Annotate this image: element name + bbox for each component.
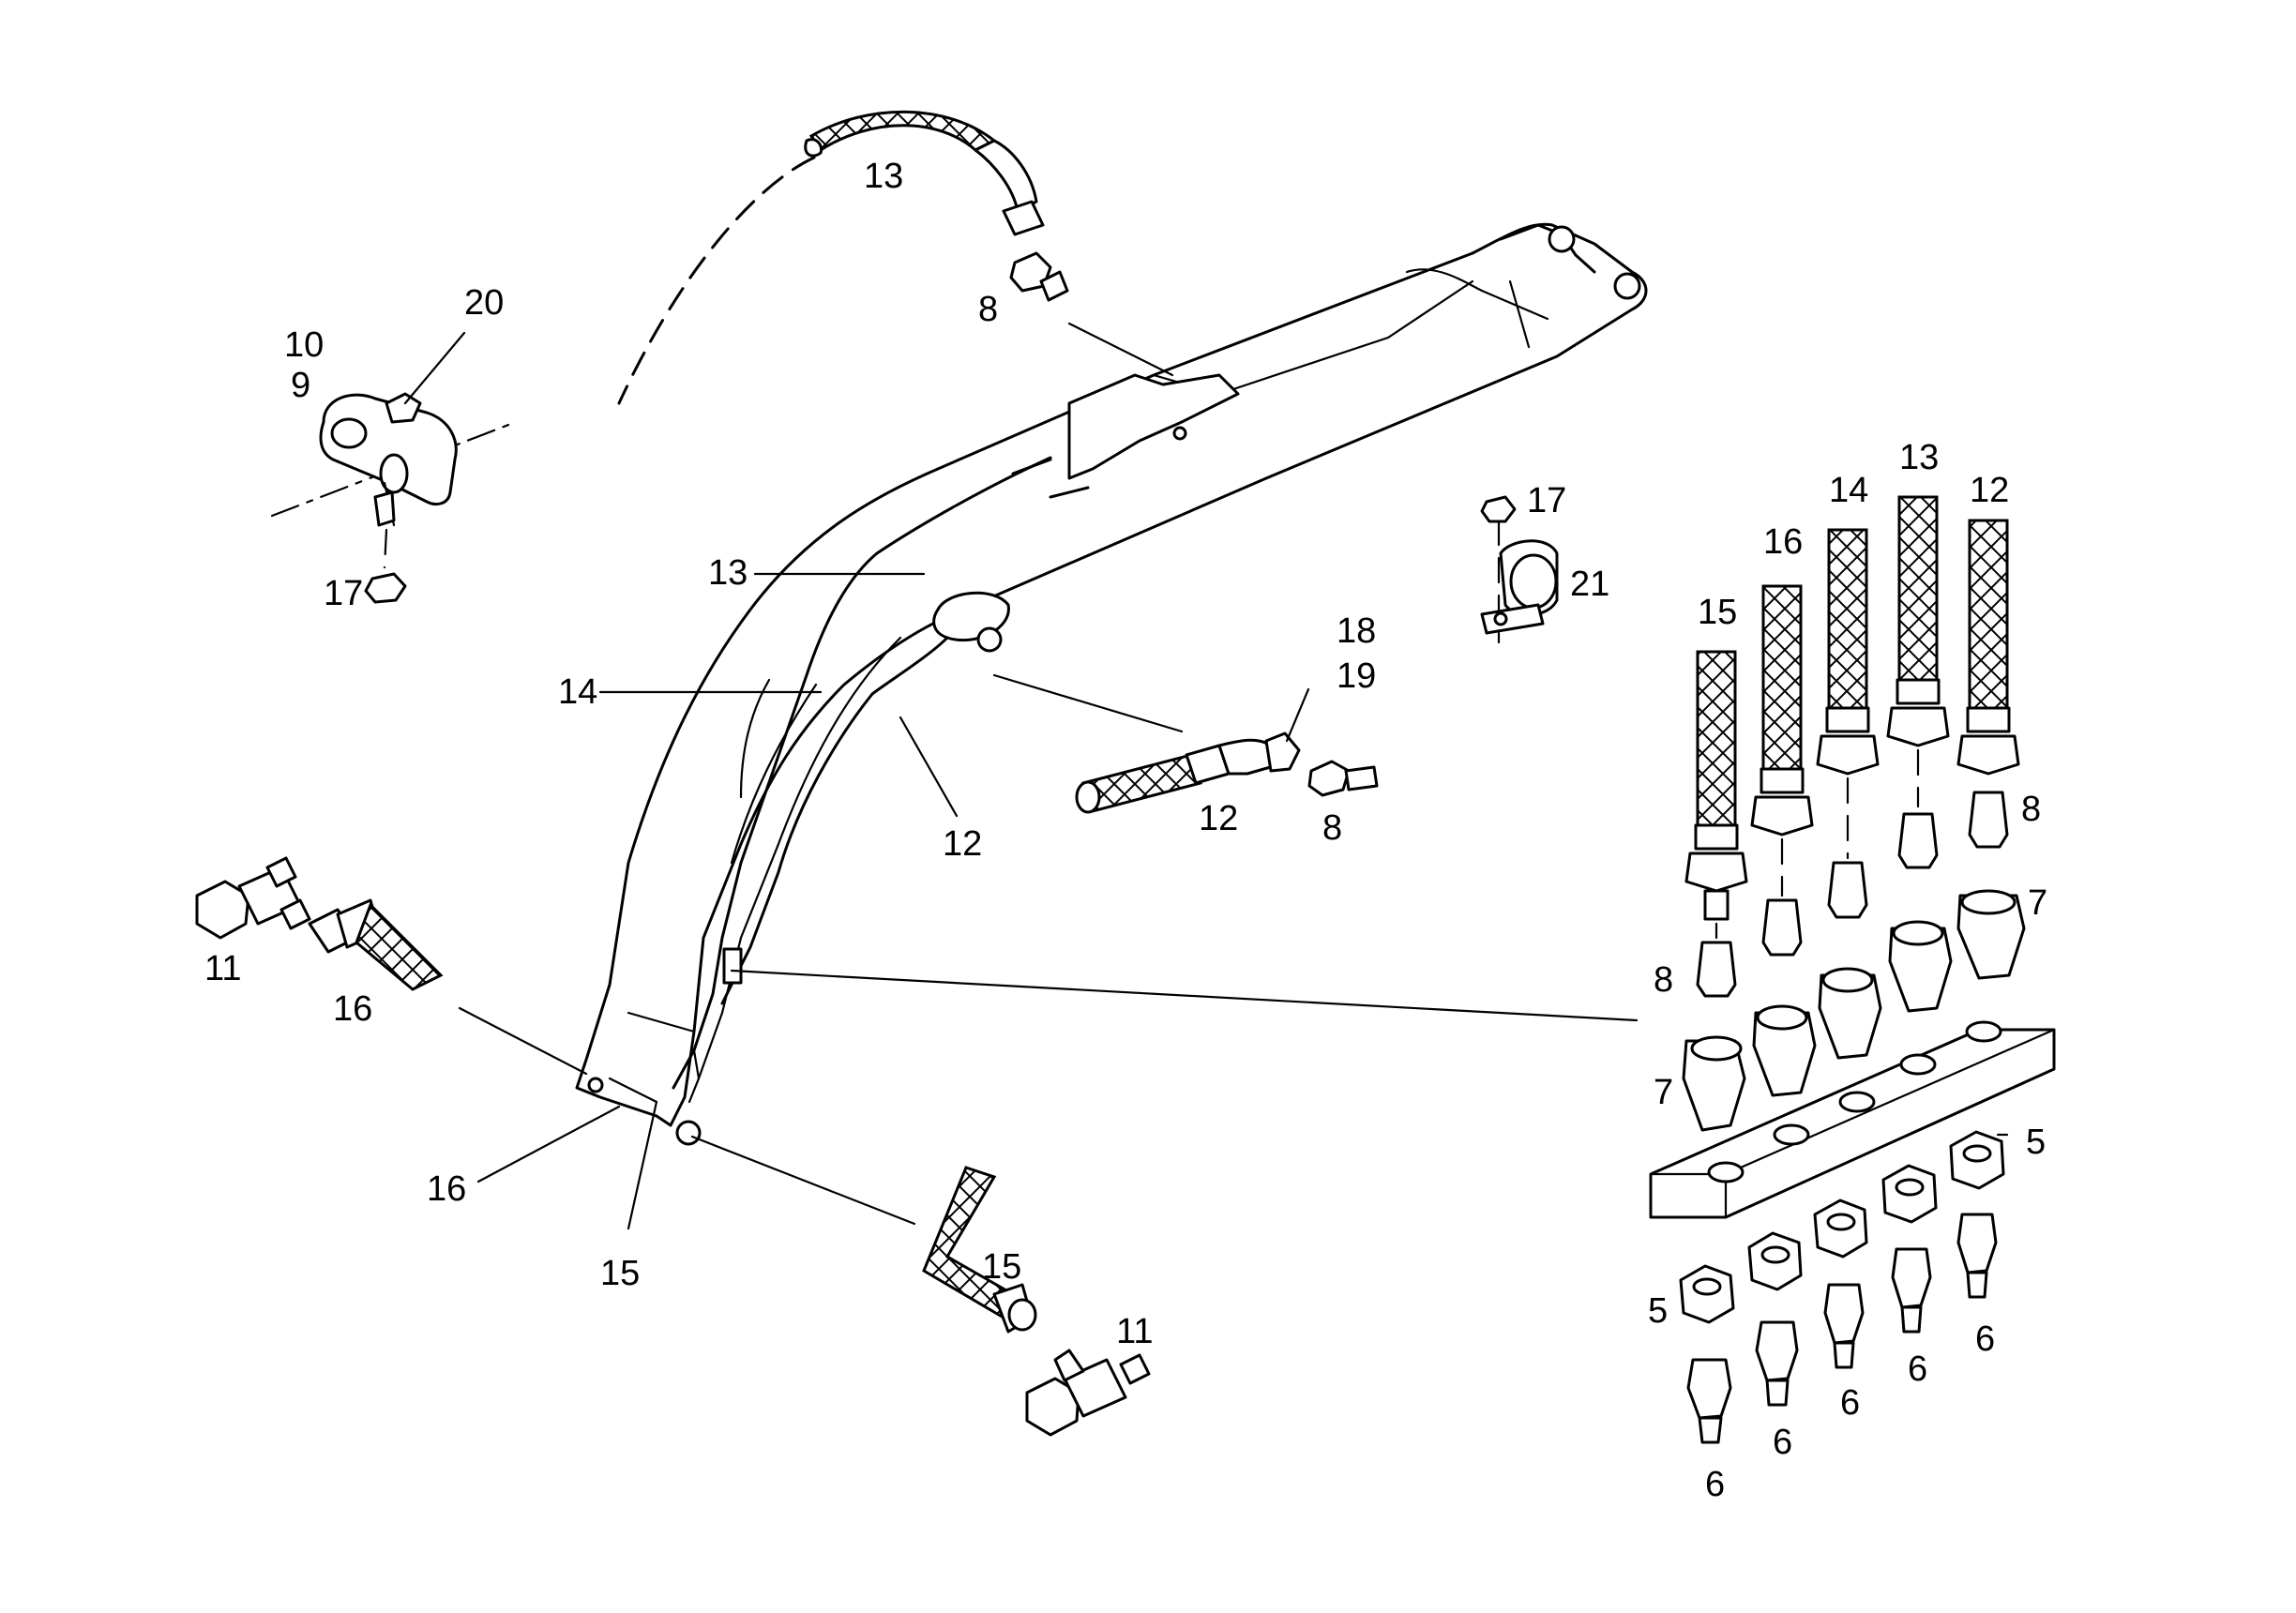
callout-6-a: 6 [1705, 1465, 1725, 1504]
callout-17-left: 17 [324, 574, 363, 613]
stack-hose-14 [1816, 528, 1882, 1060]
callout-16-hose: 16 [333, 989, 372, 1029]
callout-9: 9 [291, 366, 310, 405]
callout-18: 18 [1337, 611, 1376, 651]
callout-5-left: 5 [1648, 1291, 1668, 1331]
callout-11-left: 11 [204, 949, 241, 988]
hose-stack [1679, 495, 2026, 1444]
callout-8-top: 8 [978, 290, 998, 329]
fitting-8-mid [1307, 760, 1379, 797]
callout-6-c: 6 [1840, 1383, 1860, 1423]
callout-7-stack-right: 7 [2028, 883, 2047, 923]
nuts-and-fittings-below [1679, 1130, 2005, 1444]
callout-13-stack: 13 [1899, 438, 1939, 477]
callout-17-right: 17 [1527, 481, 1566, 520]
callout-12-stack: 12 [1970, 471, 2009, 510]
hose-16-left [308, 898, 588, 1076]
stack-hose-13 [1886, 495, 1953, 1013]
nut-5-a [1679, 1264, 1735, 1324]
clamp-21-right [1480, 495, 1559, 644]
callout-11-bottom: 11 [1116, 1312, 1153, 1351]
callout-20: 20 [464, 283, 504, 323]
callout-6-b: 6 [1773, 1423, 1792, 1462]
stack-hose-15 [1682, 650, 1748, 1132]
callout-10: 10 [284, 325, 324, 365]
fitting-6-b [1755, 1320, 1799, 1407]
callout-7-stack-left: 7 [1654, 1073, 1673, 1112]
stack-hose-12 [1956, 519, 2026, 980]
fitting-6-a [1686, 1358, 1732, 1444]
callout-13-mid: 13 [708, 553, 748, 593]
fitting-6-d [1891, 1247, 1932, 1334]
manifold-block [730, 969, 2056, 1219]
callout-6-d: 6 [1908, 1349, 1927, 1389]
hose-15-bottom [690, 1135, 1037, 1334]
callout-16-stack: 16 [1763, 522, 1803, 562]
callout-21: 21 [1570, 565, 1609, 604]
tee-fitting-11-left [195, 856, 311, 940]
callout-8-mid: 8 [1322, 808, 1342, 848]
callout-15-stack: 15 [1698, 593, 1737, 632]
callout-labels: 13 8 20 10 9 17 17 21 13 14 18 19 12 8 1… [204, 157, 2047, 1504]
fitting-6-e [1956, 1213, 1998, 1299]
nut-5-e [1949, 1130, 2005, 1190]
callout-15-arm: 15 [600, 1254, 640, 1293]
nut-5-b [1747, 1231, 1803, 1291]
callout-15-hose: 15 [982, 1247, 1021, 1287]
callout-5-right: 5 [2026, 1123, 2046, 1162]
stack-hose-16 [1750, 584, 1817, 1097]
callout-14-mid: 14 [558, 672, 597, 712]
nut-5-d [1881, 1164, 1938, 1224]
boom-arm [575, 222, 1648, 1146]
nut-5-c [1813, 1198, 1868, 1259]
callout-19: 19 [1337, 656, 1376, 696]
callout-12-hose: 12 [1199, 799, 1238, 838]
callout-16-arm: 16 [427, 1169, 466, 1209]
clamp-assembly-left [270, 331, 518, 604]
hose-13-top [617, 110, 1045, 405]
callout-12-arm: 12 [943, 824, 982, 864]
callout-8-stack-right: 8 [2021, 790, 2041, 829]
hose-12-mid [992, 673, 1310, 814]
callout-8-stack-left: 8 [1654, 960, 1673, 1000]
fitting-6-c [1823, 1283, 1865, 1369]
callout-6-e: 6 [1975, 1319, 1995, 1359]
leader-lines [476, 572, 2009, 1230]
callout-14-stack: 14 [1829, 471, 1868, 510]
callout-13-top: 13 [864, 157, 903, 196]
block-bores [1707, 1020, 2002, 1183]
fitting-8-top [1009, 251, 1174, 377]
tee-fitting-11-bottom [1025, 1349, 1151, 1437]
